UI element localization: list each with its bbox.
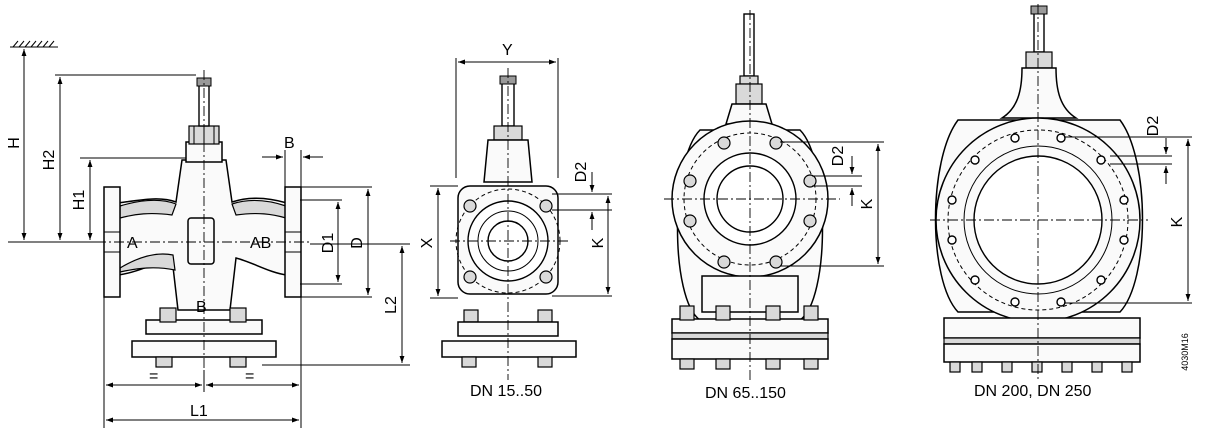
bottom-bolts-large (949, 361, 1133, 373)
label-B-top: B (284, 135, 295, 152)
label-equal-right: = (245, 368, 254, 385)
label-L2: L2 (383, 296, 400, 314)
label-K-large: K (1169, 216, 1186, 227)
bolt-holes-large (947, 133, 1129, 307)
bolt-holes-small (463, 199, 553, 284)
caption-dn200-250: DN 200, DN 250 (974, 383, 1091, 400)
label-H2: H2 (41, 150, 58, 171)
label-equal-left: = (149, 368, 158, 385)
label-port-AB: AB (250, 235, 271, 252)
bottom-bolts-medium (679, 305, 819, 370)
label-port-B: B (196, 299, 207, 316)
drawing-number: 4030M16 (1180, 333, 1190, 371)
label-L1: L1 (190, 403, 208, 420)
label-K-small: K (590, 237, 607, 248)
label-port-A: A (127, 235, 138, 252)
label-D1: D1 (320, 233, 337, 254)
label-K-medium: K (859, 198, 876, 209)
label-Y: Y (502, 42, 513, 59)
label-X: X (419, 237, 436, 248)
bolt-holes-medium (683, 136, 817, 269)
front-view-dn200-250: D2 K DN 200, DN 250 4030M16 (930, 4, 1192, 400)
label-D2-large: D2 (1145, 116, 1162, 137)
label-H1: H1 (71, 190, 88, 211)
label-D2-medium: D2 (830, 146, 847, 167)
label-D2-small: D2 (573, 162, 590, 183)
caption-dn15-50: DN 15..50 (470, 383, 542, 400)
side-view: H H2 H1 B A AB B D1 D L2 = = L1 (6, 40, 410, 428)
label-D: D (349, 237, 366, 249)
front-view-dn15-50: Y X D2 K DN 15..50 (419, 42, 612, 400)
label-H: H (6, 137, 23, 149)
caption-dn65-150: DN 65..150 (705, 385, 786, 402)
ceiling-hatch (10, 40, 58, 48)
front-view-dn65-150: D2 K DN 65..150 (664, 10, 884, 402)
